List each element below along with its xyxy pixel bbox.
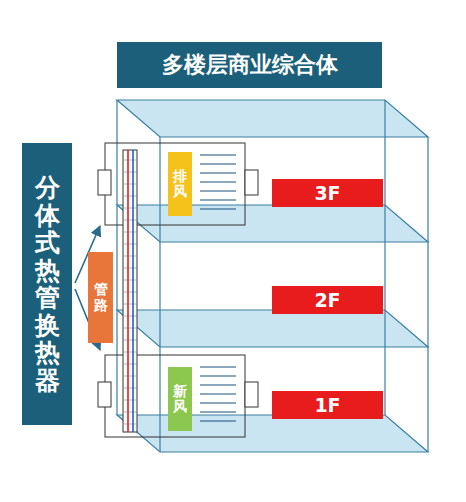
floor-label: 3F xyxy=(272,179,383,207)
pipe-label: 管路 xyxy=(88,252,113,343)
heat-pipe xyxy=(123,150,137,432)
floor-slabs xyxy=(117,100,428,452)
vertical-label: 新风 xyxy=(173,384,187,415)
floor-text: 3F xyxy=(314,182,340,204)
exhaust-box: 排风 xyxy=(168,152,192,216)
floor-text: 1F xyxy=(314,394,340,416)
title-text: 多楼层商业综合体 xyxy=(162,50,338,80)
floor-label: 2F xyxy=(272,286,383,314)
title-box: 多楼层商业综合体 xyxy=(117,42,382,88)
building-frame xyxy=(117,100,428,452)
device-label: 分体式热管换热器 xyxy=(22,143,72,425)
air-handling-units xyxy=(98,143,258,437)
vertical-label: 排风 xyxy=(173,169,187,200)
floor-text: 2F xyxy=(314,289,340,311)
fresh-air-box: 新风 xyxy=(168,367,192,431)
vertical-label: 分体式热管换热器 xyxy=(35,174,60,394)
coil-lines xyxy=(200,155,236,421)
floor-label: 1F xyxy=(272,391,383,419)
vertical-label: 管路 xyxy=(94,282,108,313)
